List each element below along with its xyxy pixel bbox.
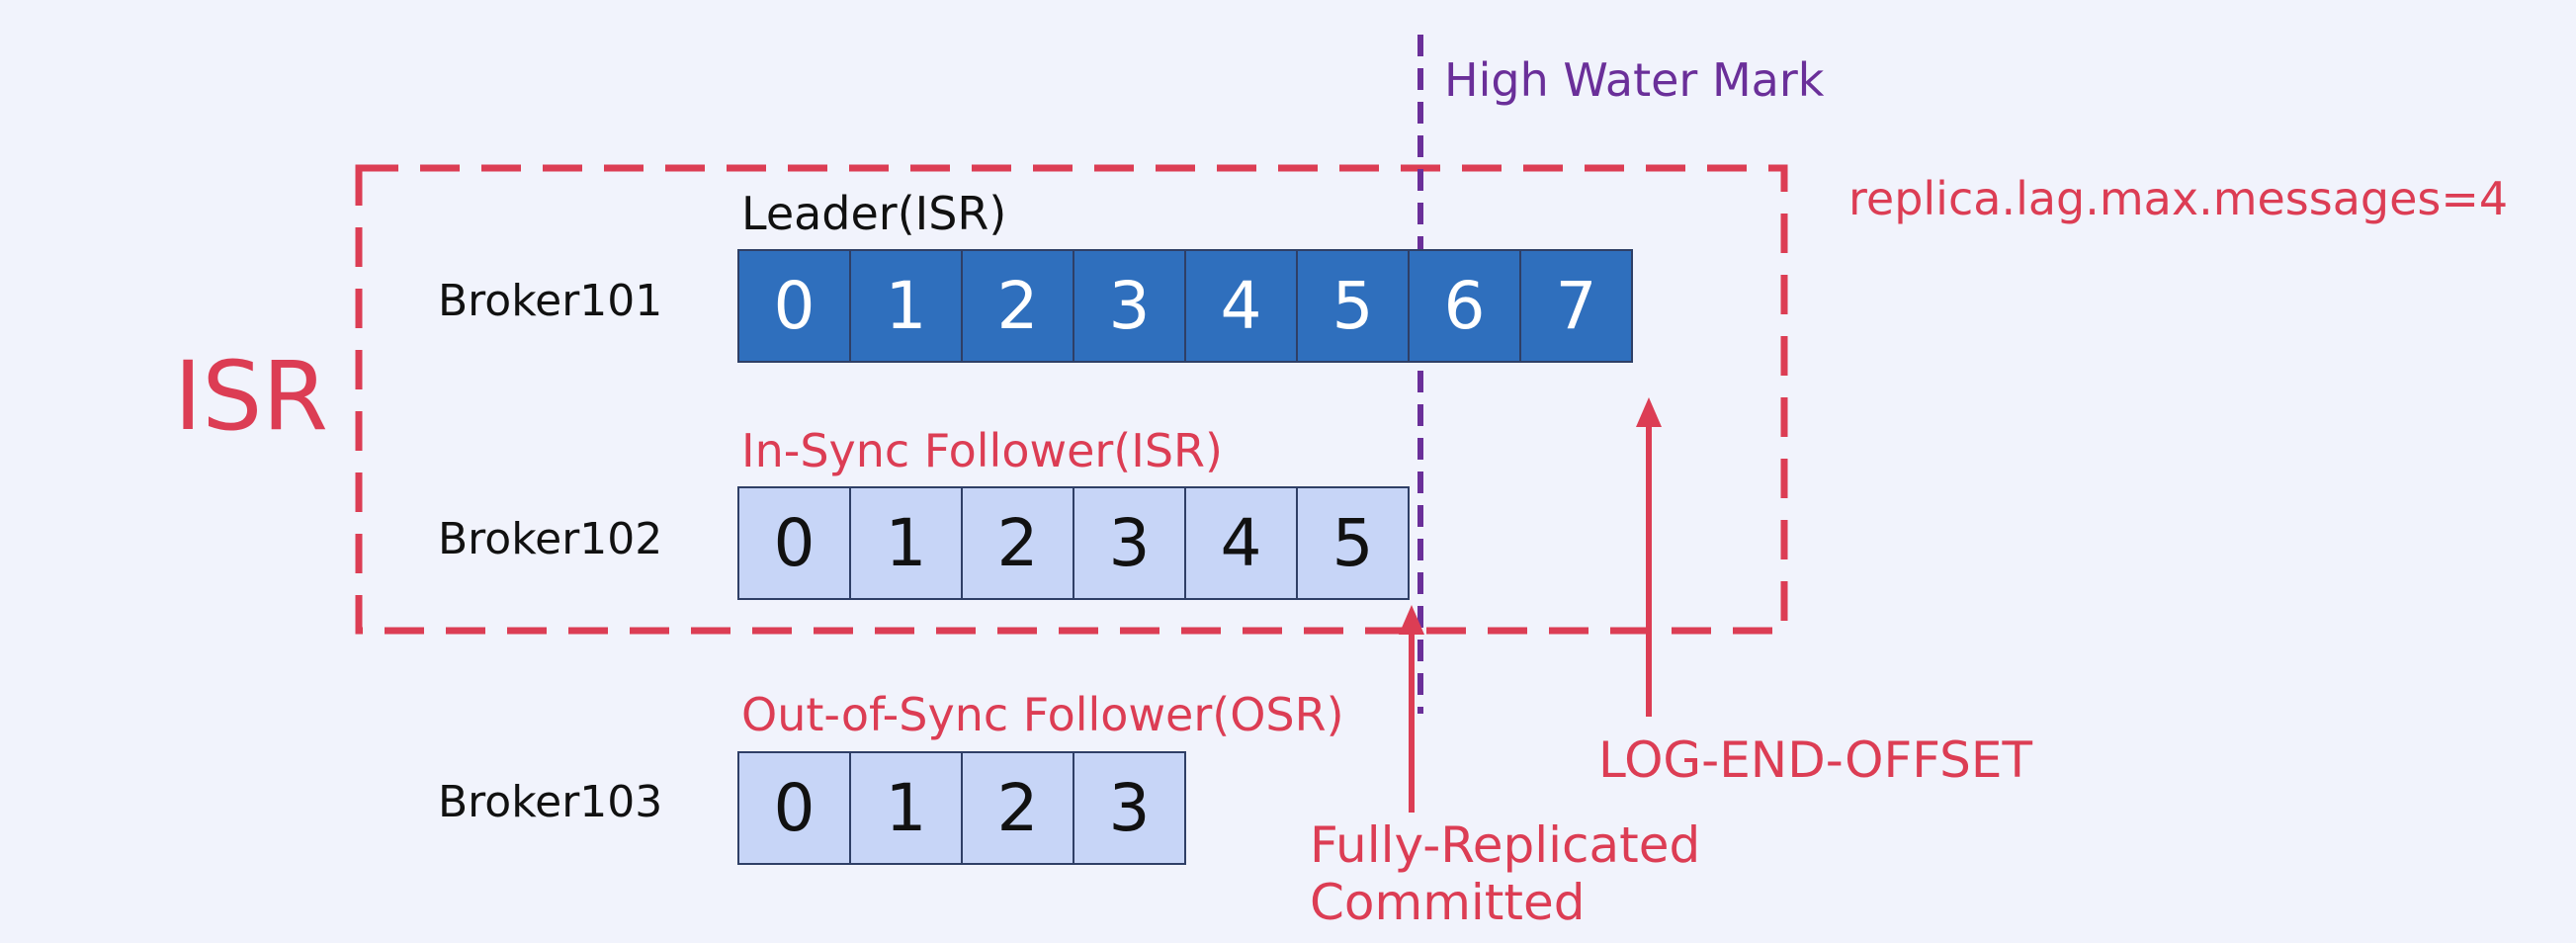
isr-group-box [355, 164, 1788, 635]
broker103-label: Broker103 [438, 777, 663, 827]
offset-cell: 1 [849, 751, 963, 865]
committed-label-line2: Committed [1310, 874, 1586, 931]
offset-cell: 0 [737, 249, 851, 363]
offset-cell: 5 [1296, 249, 1410, 363]
broker102-label: Broker102 [438, 514, 663, 564]
offset-cell: 0 [737, 751, 851, 865]
log-end-offset-arrowhead [1636, 397, 1662, 427]
committed-arrowhead [1399, 605, 1424, 635]
offset-cell: 6 [1408, 249, 1521, 363]
leader-role-label: Leader(ISR) [741, 187, 1007, 240]
offset-cell: 3 [1073, 486, 1186, 600]
offset-cell: 1 [849, 486, 963, 600]
offset-cell: 1 [849, 249, 963, 363]
offset-cell: 2 [961, 751, 1074, 865]
offset-cell: 3 [1073, 751, 1186, 865]
offset-cell: 2 [961, 249, 1074, 363]
offset-cell: 5 [1296, 486, 1410, 600]
high-water-mark-label: High Water Mark [1444, 53, 1825, 107]
broker101-label: Broker101 [438, 276, 663, 326]
replica-lag-config-label: replica.lag.max.messages=4 [1848, 172, 2509, 225]
offset-cell: 2 [961, 486, 1074, 600]
offset-cell: 4 [1184, 486, 1298, 600]
offset-cell: 3 [1073, 249, 1186, 363]
offset-cell: 7 [1519, 249, 1633, 363]
log-end-offset-label: LOG-END-OFFSET [1598, 731, 2033, 789]
isr-group-label: ISR [174, 341, 328, 452]
offset-cell: 4 [1184, 249, 1298, 363]
offset-cell: 0 [737, 486, 851, 600]
in-sync-follower-role-label: In-Sync Follower(ISR) [741, 424, 1223, 477]
committed-label-line1: Fully-Replicated [1310, 816, 1701, 874]
out-of-sync-follower-role-label: Out-of-Sync Follower(OSR) [741, 688, 1344, 741]
